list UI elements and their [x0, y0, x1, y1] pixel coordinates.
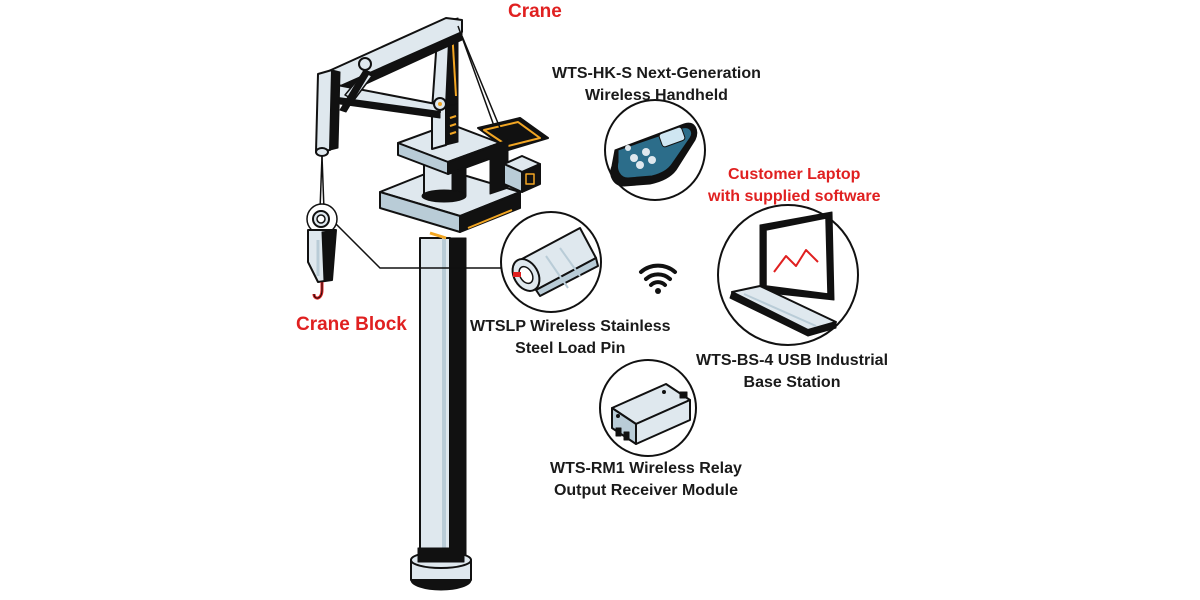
relay-label-line-1: WTS-RM1 Wireless Relay	[550, 460, 742, 477]
base-station-label-line-1: WTS-BS-4 USB Industrial	[696, 352, 889, 369]
load-pin-label-line-2: Steel Load Pin	[515, 340, 626, 357]
crane-illustration	[315, 17, 549, 591]
crane-hook-icon	[306, 203, 338, 300]
crane-block-label: Crane Block	[296, 314, 407, 335]
relay-label-line-2: Output Receiver Module	[553, 482, 738, 499]
laptop-icon	[717, 204, 859, 346]
base-station-label-line-2: Base Station	[743, 374, 841, 391]
handheld-label-line-2: Wireless Handheld	[584, 87, 728, 104]
laptop-label-line-2: with supplied software	[708, 188, 881, 205]
wifi-icon	[639, 263, 677, 294]
handheld-label-line-1: WTS-HK-S Next-Generation	[552, 65, 761, 82]
load-pin-label: WTSLP Wireless Stainless Steel Load Pin	[470, 316, 671, 360]
load-pin-icon	[500, 211, 602, 313]
laptop-label-line-1: Customer Laptop	[728, 166, 861, 183]
base-station-label: WTS-BS-4 USB Industrial Base Station	[696, 350, 888, 394]
load-pin-leader-line	[335, 223, 505, 269]
load-pin-label-line-1: WTSLP Wireless Stainless	[470, 318, 671, 335]
relay-module-icon	[599, 359, 697, 457]
handheld-label: WTS-HK-S Next-Generation Wireless Handhe…	[552, 63, 761, 107]
crane-label: Crane	[508, 1, 562, 22]
handheld-device-icon	[604, 99, 706, 201]
laptop-label: Customer Laptop with supplied software	[708, 164, 880, 208]
relay-label: WTS-RM1 Wireless Relay Output Receiver M…	[550, 458, 742, 502]
